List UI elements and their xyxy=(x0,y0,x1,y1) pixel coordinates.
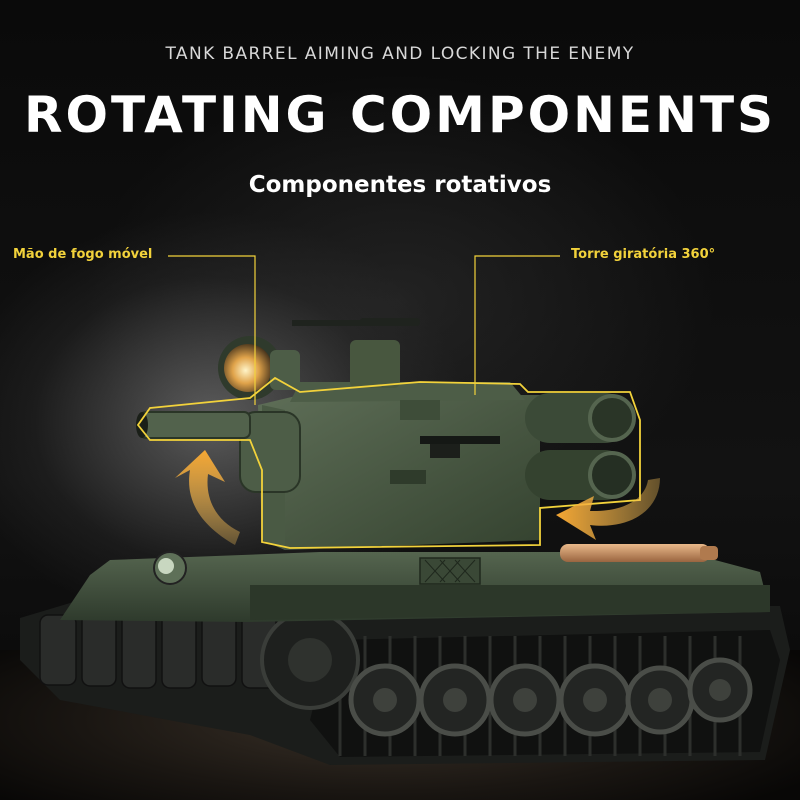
callout-label-rotating-turret: Torre giratória 360° xyxy=(571,247,716,262)
curved-arrow-left-icon xyxy=(556,478,660,540)
callout-line-right xyxy=(474,255,560,395)
curved-arrow-up-icon xyxy=(175,450,240,545)
tagline: TANK BARREL AIMING AND LOCKING THE ENEMY xyxy=(165,44,635,64)
tank-tracks xyxy=(20,600,790,765)
callout-label-moving-gun: Mão de fogo móvel xyxy=(13,247,153,262)
page-title: ROTATING COMPONENTS xyxy=(23,86,777,144)
tank-turret xyxy=(136,318,636,550)
tank-hull xyxy=(60,544,770,622)
page-subtitle: Componentes rotativos xyxy=(248,172,552,198)
callout-line-left xyxy=(168,255,256,405)
